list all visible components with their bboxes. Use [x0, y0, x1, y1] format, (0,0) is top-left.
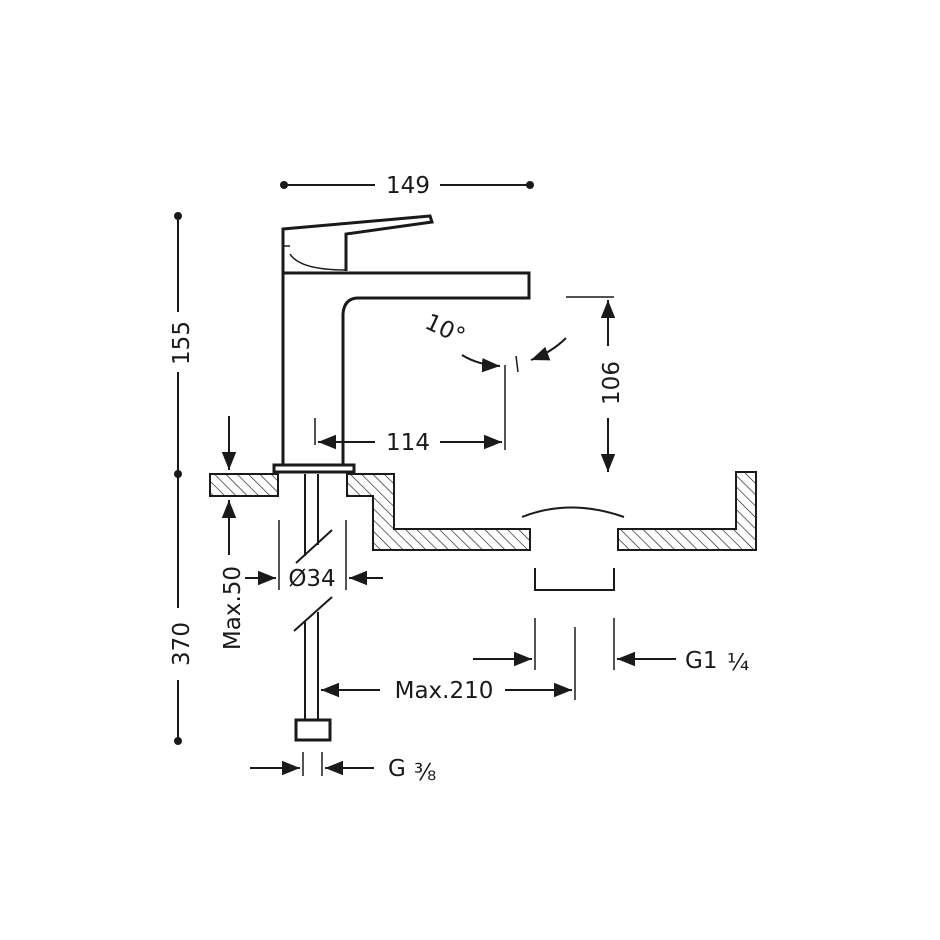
dimension-114: 114 — [314, 365, 506, 456]
faucet-body — [272, 214, 531, 474]
label-149: 149 — [386, 173, 430, 199]
label-diameter34: Ø34 — [288, 566, 335, 592]
dimension-diameter34: Ø34 — [245, 520, 383, 592]
supply-hose — [293, 474, 333, 742]
dimension-height: 155 370 — [169, 212, 195, 745]
label-max50: Max.50 — [220, 566, 246, 650]
dimension-max210: Max.210 — [321, 627, 576, 704]
dimension-supply-thread: G ⅜ — [250, 752, 436, 786]
label-106: 106 — [599, 361, 625, 405]
label-max210: Max.210 — [395, 678, 494, 704]
label-370: 370 — [169, 622, 195, 666]
countertop — [209, 471, 757, 551]
label-155: 155 — [169, 321, 195, 365]
label-114: 114 — [386, 430, 430, 456]
label-g1: G1 — [685, 648, 717, 674]
label-g: G — [388, 756, 406, 782]
dimension-149: 149 — [280, 173, 534, 199]
label-g-fraction: ⅜ — [414, 760, 436, 786]
dimension-waste-thread: G1 ¼ — [473, 618, 749, 676]
dimension-max50: Max.50 — [220, 416, 246, 650]
label-angle10: 10° — [421, 309, 469, 350]
label-g1-fraction: ¼ — [727, 650, 749, 676]
dimension-106: 106 — [566, 296, 625, 472]
waste-outlet — [521, 506, 625, 591]
angle-10: 10° — [421, 309, 567, 373]
